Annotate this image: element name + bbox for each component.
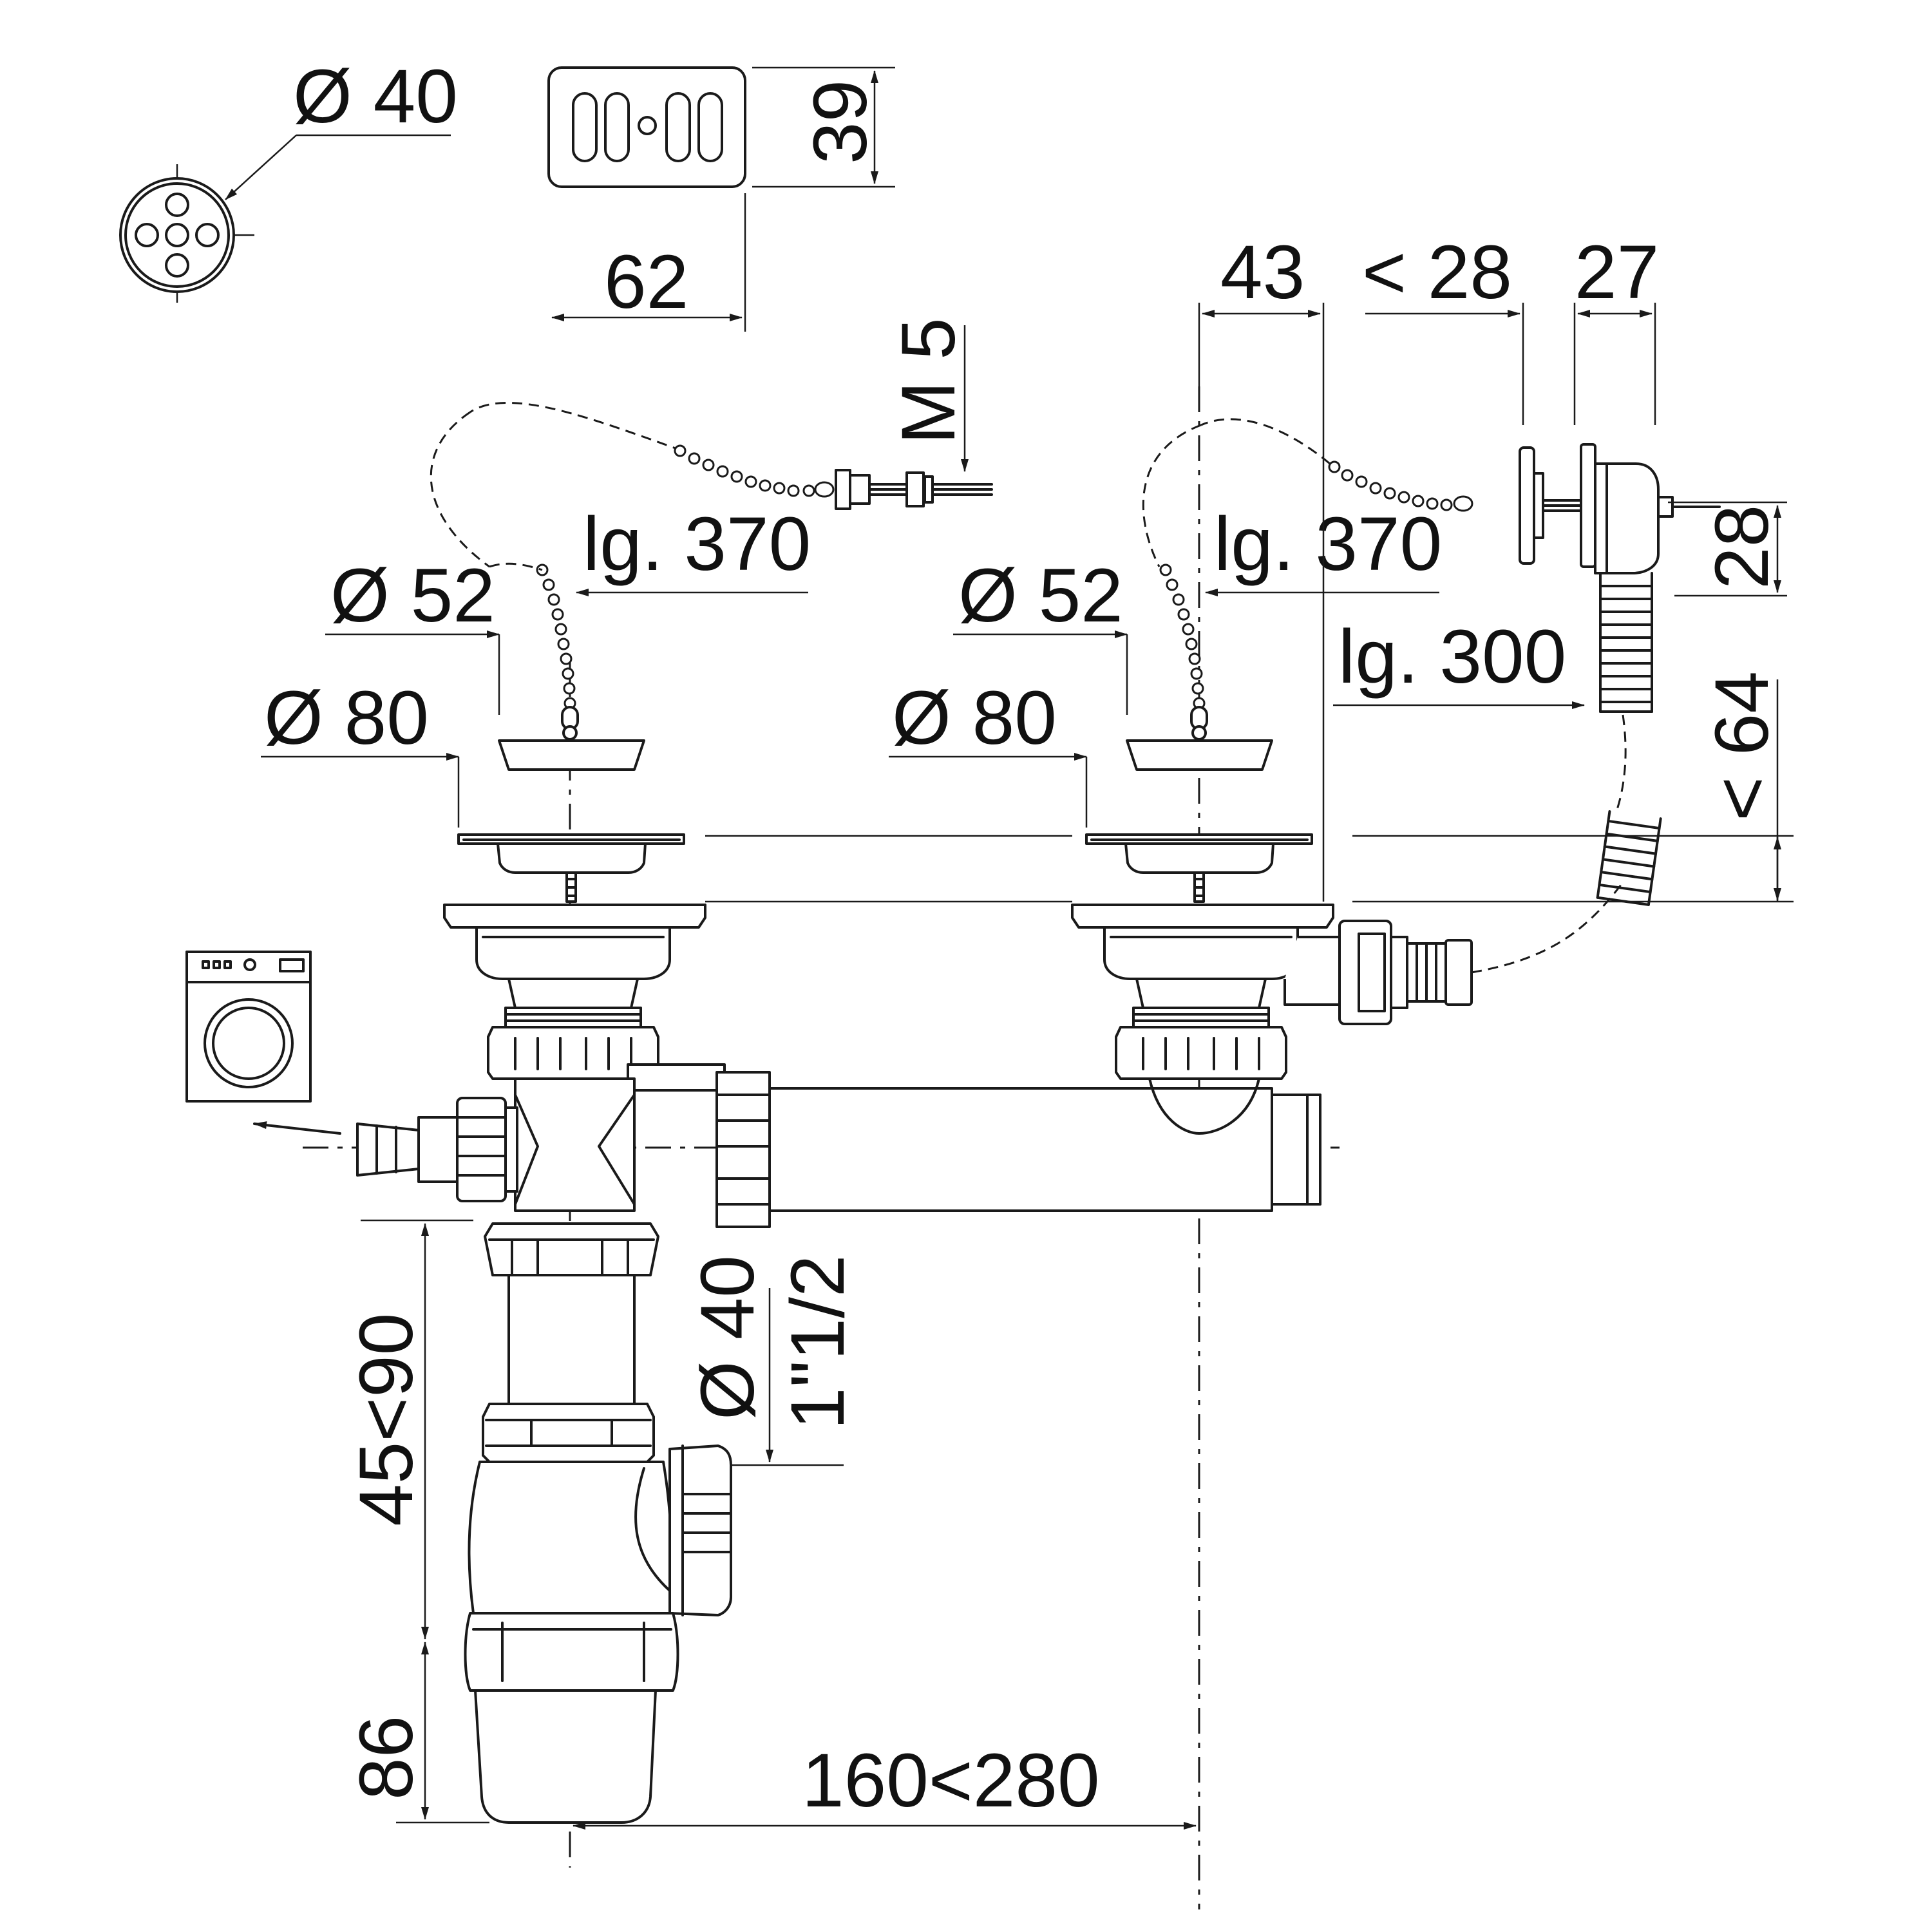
overflow-connector bbox=[1338, 920, 1473, 1025]
dim-28-label: 28 bbox=[1700, 505, 1785, 589]
right-chain-beads bbox=[1159, 460, 1473, 710]
trap-height-label: 45<90 bbox=[344, 1313, 429, 1526]
overflow-hose-route bbox=[1471, 882, 1624, 974]
overflow-hose-lower bbox=[1596, 810, 1662, 906]
dim-lt28-label: < 28 bbox=[1362, 230, 1512, 315]
strainer-diameter-label: Ø 40 bbox=[293, 54, 458, 139]
outlet-diameter-label: Ø 40 bbox=[685, 1255, 770, 1420]
tee-junction bbox=[356, 1077, 636, 1212]
outlet-thread-label: 1"1/2 bbox=[775, 1255, 860, 1430]
bowl-spacing-label: 160<280 bbox=[802, 1738, 1100, 1823]
left-chain-dashed bbox=[469, 401, 683, 452]
dim-lt64-label: < 64 bbox=[1700, 671, 1785, 821]
right-outer-dia-label: Ø 80 bbox=[892, 676, 1057, 761]
left-sink-waste bbox=[443, 833, 706, 1080]
left-chain-loop bbox=[430, 411, 490, 568]
chain-anchor-screw bbox=[835, 469, 993, 510]
right-sink-waste bbox=[1071, 833, 1341, 1080]
right-chain-loop bbox=[1142, 424, 1202, 567]
washing-machine-icon bbox=[185, 951, 312, 1103]
hose-length-label: lg. 300 bbox=[1338, 614, 1566, 699]
right-chain-ring bbox=[1191, 725, 1207, 741]
overflow-height-label: 39 bbox=[798, 80, 883, 164]
right-chain-dashed bbox=[1200, 418, 1331, 465]
overflow-hose bbox=[1599, 572, 1653, 713]
left-chain-beads bbox=[536, 444, 835, 710]
overflow-grille bbox=[547, 66, 746, 188]
left-inner-dia-label: Ø 52 bbox=[330, 553, 495, 638]
left-chain-join bbox=[489, 562, 543, 571]
dim-43-label: 43 bbox=[1220, 230, 1305, 315]
left-chain-length-label: lg. 370 bbox=[583, 502, 811, 587]
bottle-trap bbox=[464, 1222, 732, 1824]
overflow-hose-middle bbox=[1615, 714, 1627, 812]
overflow-unit bbox=[1519, 443, 1721, 574]
outlet-arrow-icon bbox=[253, 1121, 341, 1135]
left-stopper-plug bbox=[498, 739, 645, 771]
screw-thread-label: M 5 bbox=[886, 317, 971, 444]
overflow-width-label: 62 bbox=[604, 240, 688, 325]
dim-27-label: 27 bbox=[1575, 230, 1659, 315]
left-outer-dia-label: Ø 80 bbox=[264, 676, 429, 761]
strainer-leader-arrow bbox=[225, 135, 297, 200]
left-chain-ring bbox=[562, 725, 578, 741]
right-chain-length-label: lg. 370 bbox=[1214, 502, 1442, 587]
right-stopper-plug bbox=[1126, 739, 1273, 771]
connecting-pipe bbox=[627, 1063, 1321, 1228]
right-inner-dia-label: Ø 52 bbox=[958, 553, 1123, 638]
strainer-grate-icon bbox=[119, 164, 254, 303]
trap-base-label: 86 bbox=[344, 1716, 429, 1800]
